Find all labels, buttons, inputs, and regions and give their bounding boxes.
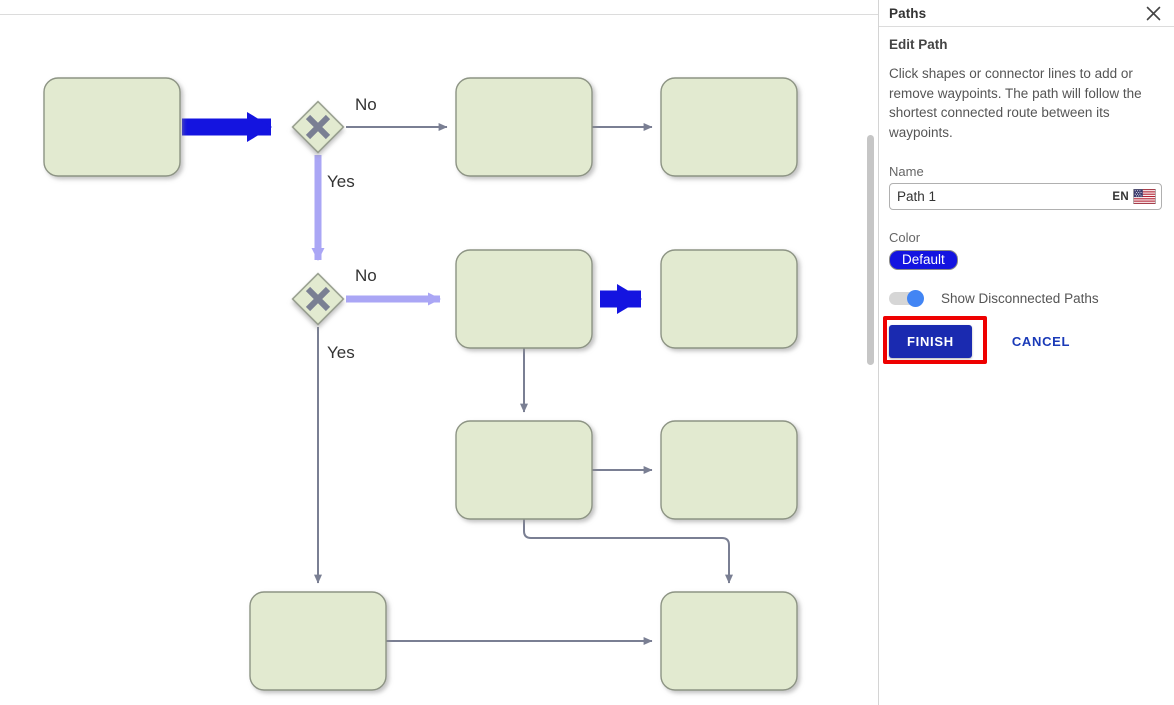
show-disconnected-paths-label: Show Disconnected Paths bbox=[941, 291, 1099, 307]
show-disconnected-paths-row[interactable]: Show Disconnected Paths bbox=[889, 290, 1162, 308]
gateway-2-x-icon bbox=[305, 286, 331, 312]
name-input[interactable] bbox=[897, 184, 1113, 210]
panel-body: Edit Path Click shapes or connector line… bbox=[867, 27, 1174, 365]
color-value-chip[interactable]: Default bbox=[889, 250, 958, 271]
shape-task-9[interactable] bbox=[660, 591, 798, 691]
gateway-2[interactable] bbox=[291, 272, 345, 326]
shape-task-2[interactable] bbox=[455, 77, 593, 177]
task-shapes[interactable] bbox=[43, 77, 798, 691]
toggle-knob bbox=[907, 290, 924, 308]
gateway-1[interactable] bbox=[291, 100, 345, 154]
selected-path-arrows[interactable] bbox=[182, 112, 642, 314]
shape-task-6[interactable] bbox=[455, 420, 593, 520]
diagram-canvas[interactable]: No Yes No Yes bbox=[0, 0, 878, 705]
shape-task-1[interactable] bbox=[43, 77, 181, 177]
paths-panel: Paths Edit Path Click shapes or connecto… bbox=[867, 0, 1174, 705]
cancel-button[interactable]: CANCEL bbox=[1006, 333, 1076, 350]
show-disconnected-paths-toggle[interactable] bbox=[889, 290, 929, 308]
shape-task-7[interactable] bbox=[660, 420, 798, 520]
flowchart-svg[interactable]: No Yes No Yes bbox=[0, 0, 878, 705]
section-title: Edit Path bbox=[889, 37, 948, 52]
edge-label-no-2: No bbox=[355, 266, 377, 285]
connectors[interactable] bbox=[311, 123, 733, 645]
shape-task-3[interactable] bbox=[660, 77, 798, 177]
shape-task-8[interactable] bbox=[249, 591, 387, 691]
edge-label-yes-2: Yes bbox=[327, 343, 355, 362]
panel-scrollbar[interactable] bbox=[867, 135, 874, 365]
finish-button[interactable]: FINISH bbox=[889, 325, 972, 359]
panel-header: Paths bbox=[879, 0, 1174, 27]
name-field-label: Name bbox=[889, 164, 924, 180]
close-icon[interactable] bbox=[1144, 4, 1162, 22]
shape-task-5[interactable] bbox=[660, 249, 798, 349]
help-text: Click shapes or connector lines to add o… bbox=[889, 66, 1142, 140]
name-field-row[interactable]: EN bbox=[889, 183, 1162, 211]
canvas-top-divider bbox=[0, 14, 878, 15]
us-flag-icon[interactable] bbox=[1133, 189, 1156, 205]
panel-title: Paths bbox=[889, 5, 927, 21]
edge-label-yes-1: Yes bbox=[327, 172, 355, 191]
edge-label-no-1: No bbox=[355, 95, 377, 114]
gateway-1-x-icon bbox=[305, 114, 331, 140]
language-code-label: EN bbox=[1112, 190, 1129, 203]
action-row: FINISH CANCEL bbox=[883, 316, 1162, 365]
connector-task6-task9[interactable] bbox=[523, 519, 733, 584]
color-field-label: Color bbox=[889, 230, 921, 246]
shape-task-4[interactable] bbox=[455, 249, 593, 349]
